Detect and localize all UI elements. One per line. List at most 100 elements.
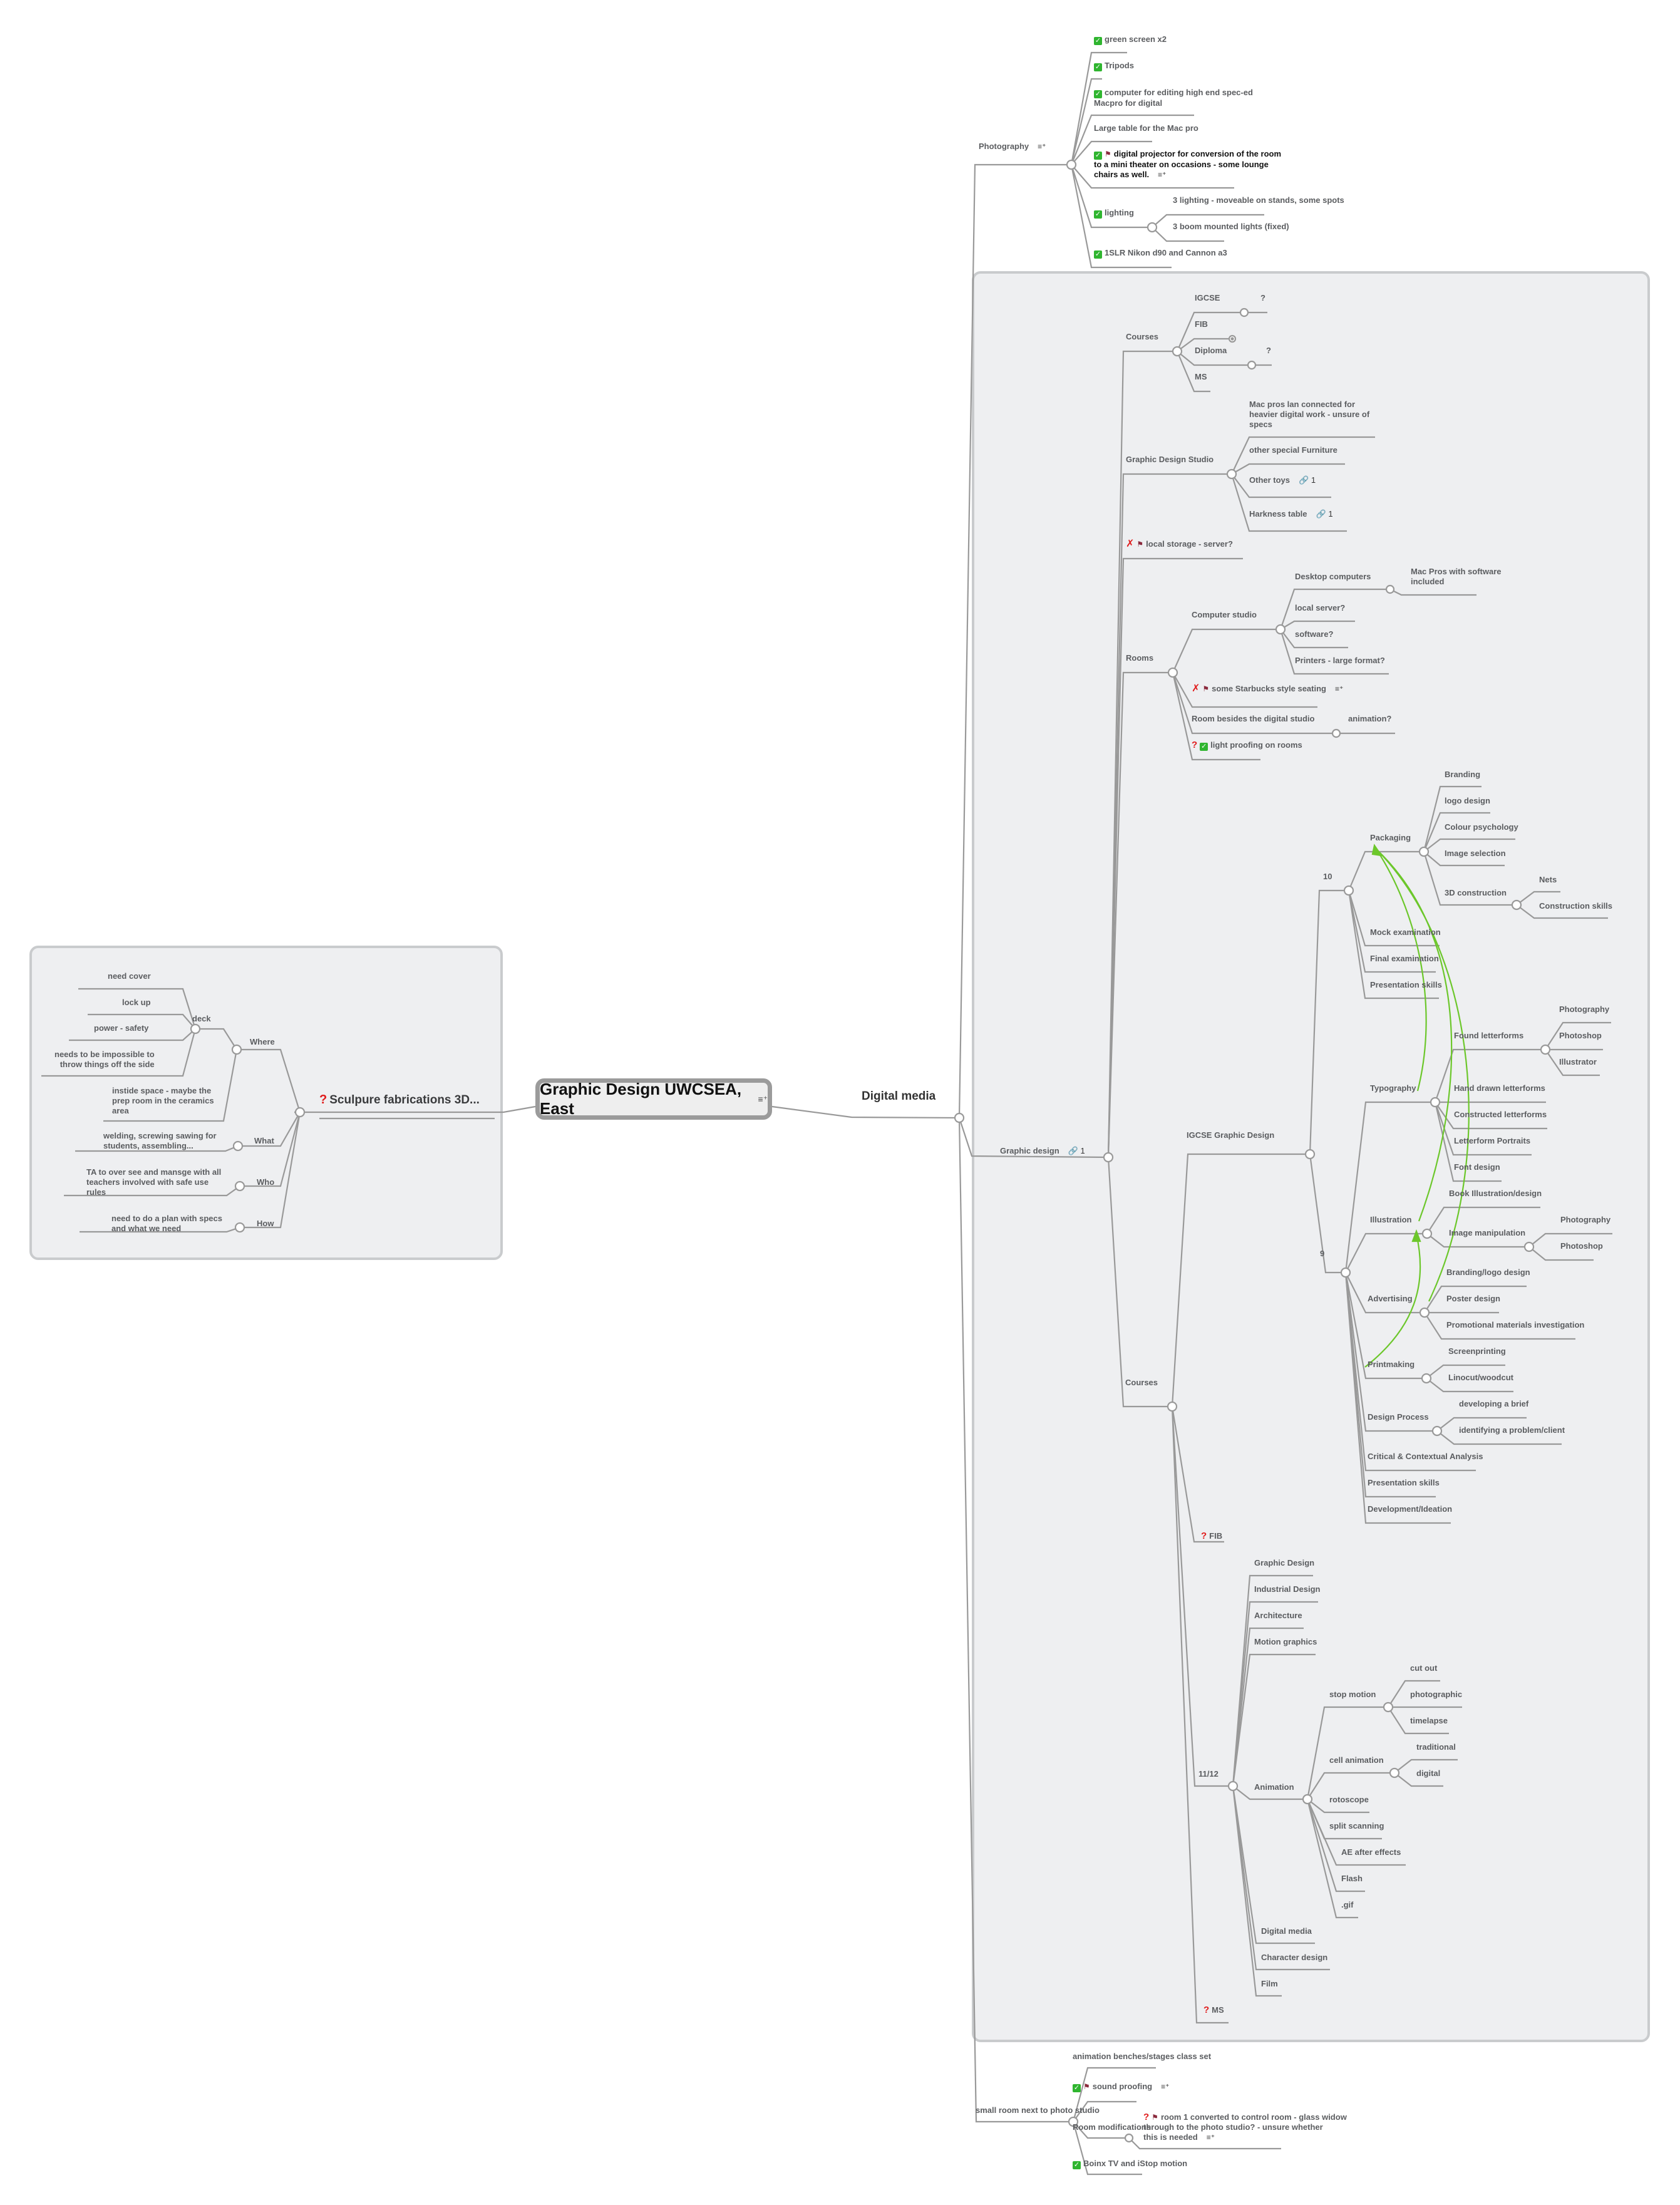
topic-ad1[interactable]: Poster design (1446, 1294, 1500, 1304)
topic-fla[interactable]: Flash (1341, 1874, 1363, 1884)
topic-where[interactable]: Where (250, 1037, 275, 1047)
topic-ad2[interactable]: Promotional materials investigation (1446, 1320, 1584, 1330)
topic-cl[interactable]: Constructed letterforms (1454, 1110, 1547, 1120)
topic-ph5b[interactable]: 3 boom mounted lights (fixed) (1173, 222, 1289, 232)
topic-ph1[interactable]: ✓Tripods (1094, 61, 1134, 71)
topic-ss[interactable]: split scanning (1329, 1821, 1384, 1831)
topic-sr[interactable]: small room next to photo studio (976, 2105, 1100, 2115)
topic-pk[interactable]: Packaging (1370, 833, 1411, 843)
topic-rb[interactable]: Room besides the digital studio (1192, 714, 1314, 724)
topic-lp[interactable]: ?✓light proofing on rooms (1192, 740, 1302, 751)
topic-fl0[interactable]: Photography (1559, 1004, 1609, 1015)
note-icon[interactable]: ≡⁺ (1161, 2082, 1170, 2091)
topic-cs1[interactable]: local server? (1295, 603, 1345, 613)
topic-sr3[interactable]: ✓Boinx TV and iStop motion (1073, 2159, 1187, 2169)
topic-is[interactable]: instide space - maybe the prep room in t… (112, 1086, 214, 1116)
topic-st3[interactable]: Harkness table🔗 1 (1249, 509, 1333, 519)
topic-sr1[interactable]: ✓⚑sound proofing≡⁺ (1073, 2082, 1169, 2092)
topic-d2[interactable]: power - safety (94, 1023, 148, 1033)
topic-pm0[interactable]: Screenprinting (1448, 1346, 1506, 1356)
topic-cs0a[interactable]: Mac Pros with software included (1411, 567, 1501, 587)
topic-pm1[interactable]: Linocut/woodcut (1448, 1373, 1513, 1383)
topic-howc[interactable]: need to do a plan with specs and what we… (111, 1214, 222, 1234)
topic-ph2[interactable]: ✓computer for editing high end spec-ed M… (1094, 88, 1253, 108)
topic-fl2[interactable]: Illustrator (1559, 1057, 1597, 1067)
topic-ls[interactable]: ✗⚑local storage - server? (1126, 539, 1233, 549)
topic-sr2a[interactable]: ?⚑room 1 converted to control room - gla… (1143, 2112, 1347, 2142)
topic-ct0[interactable]: IGCSE (1195, 293, 1220, 303)
topic-fib[interactable]: ?FIB (1201, 1531, 1222, 1541)
topic-sm[interactable]: stop motion (1329, 1690, 1376, 1700)
topic-ph3[interactable]: Large table for the Mac pro (1094, 123, 1198, 133)
topic-deck[interactable]: deck (192, 1014, 211, 1024)
central-topic[interactable]: Graphic Design UWCSEA, East ≡⁺ (535, 1078, 772, 1120)
topic-ca[interactable]: cell animation (1329, 1755, 1384, 1765)
topic-10[interactable]: 10 (1323, 872, 1332, 882)
link-icon[interactable]: 🔗 1 (1068, 1146, 1085, 1155)
topic-cs3[interactable]: Printers - large format? (1295, 656, 1385, 666)
topic-ad[interactable]: Advertising (1368, 1294, 1413, 1304)
topic-d0[interactable]: need cover (108, 971, 151, 981)
topic-gd[interactable]: Graphic design🔗 1 (1000, 1146, 1085, 1156)
topic-ct2q[interactable]: ? (1266, 346, 1271, 356)
topic-st1[interactable]: other special Furniture (1249, 445, 1337, 455)
link-icon[interactable]: 🔗 1 (1316, 509, 1333, 519)
topic-hd[interactable]: Hand drawn letterforms (1454, 1083, 1545, 1093)
topic-ig[interactable]: IGCSE Graphic Design (1187, 1130, 1274, 1140)
topic-g1[interactable]: Industrial Design (1254, 1584, 1320, 1594)
topic-il1[interactable]: Image manipulation (1449, 1228, 1525, 1238)
topic-pk0[interactable]: Branding (1445, 770, 1480, 780)
topic-ct0q[interactable]: ? (1260, 293, 1265, 303)
topic-dev[interactable]: Development/Ideation (1368, 1504, 1452, 1514)
topic-cs2[interactable]: software? (1295, 629, 1333, 639)
topic-ad0[interactable]: Branding/logo design (1446, 1268, 1530, 1278)
topic-ph4[interactable]: ✓⚑digital projector for conversion of th… (1094, 149, 1281, 180)
topic-fd[interactable]: Font design (1454, 1162, 1500, 1172)
topic-ro[interactable]: rotoscope (1329, 1795, 1369, 1805)
topic-pk4b[interactable]: Construction skills (1539, 901, 1612, 911)
topic-st[interactable]: Graphic Design Studio (1126, 455, 1214, 465)
topic-sf[interactable]: ?Sculpure fabrications 3D... (319, 1093, 480, 1106)
topic-sb[interactable]: ✗⚑some Starbucks style seating≡⁺ (1192, 684, 1343, 694)
topic-ct3[interactable]: MS (1195, 372, 1207, 382)
topic-pk1[interactable]: logo design (1445, 796, 1490, 806)
topic-pk4[interactable]: 3D construction (1445, 888, 1507, 898)
topic-fl[interactable]: Found letterforms (1454, 1031, 1523, 1041)
topic-sr0[interactable]: animation benches/stages class set (1073, 2052, 1211, 2062)
topic-whatc[interactable]: welding, screwing sawing for students, a… (103, 1131, 217, 1151)
topic-who[interactable]: Who (257, 1177, 274, 1187)
topic-pk2[interactable]: Colour psychology (1445, 822, 1518, 832)
topic-film[interactable]: Film (1261, 1979, 1278, 1989)
topic-chd[interactable]: Character design (1261, 1953, 1327, 1963)
note-icon[interactable]: ≡⁺ (758, 1093, 768, 1104)
topic-ae[interactable]: AE after effects (1341, 1847, 1401, 1857)
topic-an[interactable]: Animation (1254, 1782, 1294, 1792)
topic-cs[interactable]: Computer studio (1192, 610, 1257, 620)
topic-st0[interactable]: Mac pros lan connected for heavier digit… (1249, 400, 1369, 430)
topic-ct1[interactable]: FIB (1195, 319, 1208, 329)
topic-fl1[interactable]: Photoshop (1559, 1031, 1602, 1041)
topic-ms[interactable]: ?MS (1203, 2005, 1224, 2015)
topic-what[interactable]: What (254, 1136, 274, 1146)
topic-1112[interactable]: 11/12 (1198, 1769, 1219, 1779)
topic-ps[interactable]: Presentation skills (1370, 980, 1442, 990)
topic-whoc[interactable]: TA to over see and mansge with all teach… (86, 1167, 221, 1197)
note-icon[interactable]: ≡⁺ (1206, 2133, 1215, 2142)
topic-ct[interactable]: Courses (1126, 332, 1158, 342)
topic-lpo[interactable]: Letterform Portraits (1454, 1136, 1530, 1146)
topic-d3[interactable]: needs to be impossible to throw things o… (54, 1050, 155, 1070)
topic-g0[interactable]: Graphic Design (1254, 1558, 1314, 1568)
topic-sr2[interactable]: Room modifications (1073, 2122, 1151, 2132)
topic-9[interactable]: 9 (1320, 1249, 1324, 1259)
topic-sm1[interactable]: photographic (1410, 1690, 1462, 1700)
topic-il0[interactable]: Book Illustration/design (1449, 1189, 1542, 1199)
topic-il1b[interactable]: Photoshop (1560, 1241, 1603, 1251)
topic-sm2[interactable]: timelapse (1410, 1716, 1448, 1726)
topic-g3[interactable]: Motion graphics (1254, 1637, 1317, 1647)
note-icon[interactable]: ≡⁺ (1334, 684, 1344, 693)
topic-g2[interactable]: Architecture (1254, 1611, 1302, 1621)
topic-ty[interactable]: Typography (1370, 1083, 1416, 1093)
topic-dm[interactable]: Digital media (1261, 1926, 1312, 1936)
topic-sm0[interactable]: cut out (1410, 1663, 1437, 1673)
note-icon[interactable]: ≡⁺ (1158, 170, 1167, 179)
